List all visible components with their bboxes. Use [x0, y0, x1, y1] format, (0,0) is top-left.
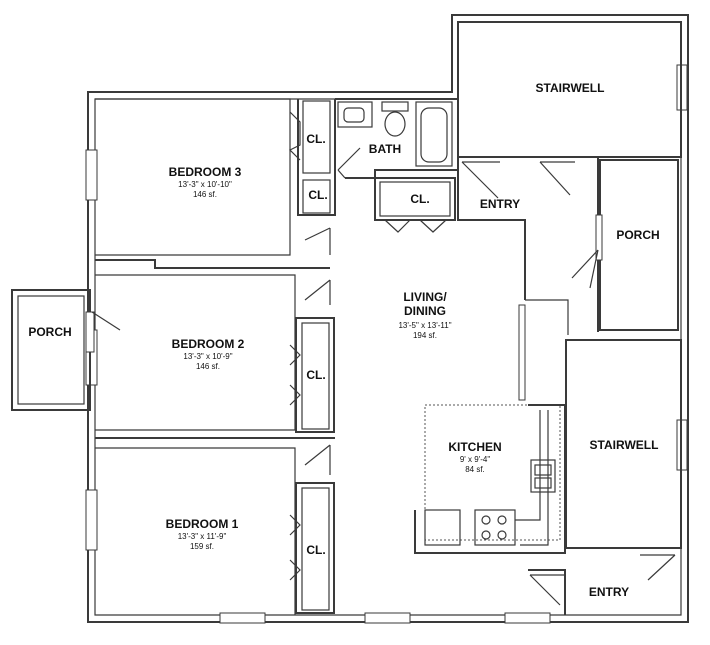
bedroom-2-closet: CL.	[289, 317, 335, 433]
entry-top-label: ENTRY	[480, 197, 520, 211]
bedroom-3-dims: 13'-3" x 10'-10"	[178, 180, 232, 189]
living-name-1: LIVING/	[403, 290, 447, 304]
entry-bottom: ENTRY	[528, 554, 676, 615]
living-area: 194 sf.	[413, 331, 437, 340]
bedroom-2: BEDROOM 2 13'-3" x 10'-9" 146 sf.	[95, 274, 335, 439]
hall-closet: CL.	[374, 177, 456, 233]
closet-label-b2: CL.	[306, 368, 325, 382]
living-name-2: DINING	[404, 304, 446, 318]
porch-left-label: PORCH	[28, 325, 71, 339]
kitchen: KITCHEN 9' x 9'-4" 84 sf.	[414, 404, 566, 554]
porch-right: PORCH	[571, 159, 679, 331]
stairwell-top: STAIRWELL	[457, 21, 682, 158]
closet-label-b3b: CL.	[308, 188, 327, 202]
bath-label: BATH	[369, 142, 401, 156]
bedroom-1-area: 159 sf.	[190, 542, 214, 551]
bedroom-3-name: BEDROOM 3	[169, 165, 242, 179]
bedroom-3-area: 146 sf.	[193, 190, 217, 199]
kitchen-name: KITCHEN	[448, 440, 501, 454]
closet-label-b1: CL.	[306, 543, 325, 557]
bedroom-2-area: 146 sf.	[196, 362, 220, 371]
entry-bottom-label: ENTRY	[589, 585, 629, 599]
entry-top: ENTRY	[457, 157, 599, 332]
bedroom-1-name: BEDROOM 1	[166, 517, 239, 531]
bathroom: BATH	[335, 98, 459, 179]
kitchen-dims: 9' x 9'-4"	[460, 455, 491, 464]
kitchen-area: 84 sf.	[465, 465, 485, 474]
stairwell-bottom-label: STAIRWELL	[590, 438, 659, 452]
stairwell-bottom: STAIRWELL	[565, 339, 682, 549]
closet-label-hall: CL.	[410, 192, 429, 206]
bedroom-2-dims: 13'-3" x 10'-9"	[183, 352, 232, 361]
bedroom-1-dims: 13'-3" x 11'-9"	[178, 532, 227, 541]
hall-doors	[304, 227, 331, 255]
living-dims: 13'-5" x 13'-11"	[398, 321, 451, 330]
porch-left: PORCH	[11, 289, 121, 411]
bedroom-1-closet: CL.	[289, 482, 335, 614]
living-dining: LIVING/ DINING 13'-5" x 13'-11" 194 sf.	[398, 290, 569, 401]
bedroom-3-closets: CL. CL.	[288, 99, 336, 216]
stairwell-top-label: STAIRWELL	[536, 81, 605, 95]
bedroom-3: BEDROOM 3 13'-3" x 10'-10" 146 sf.	[95, 98, 330, 269]
porch-right-label: PORCH	[616, 228, 659, 242]
bedroom-2-name: BEDROOM 2	[172, 337, 245, 351]
closet-label-b3a: CL.	[306, 132, 325, 146]
